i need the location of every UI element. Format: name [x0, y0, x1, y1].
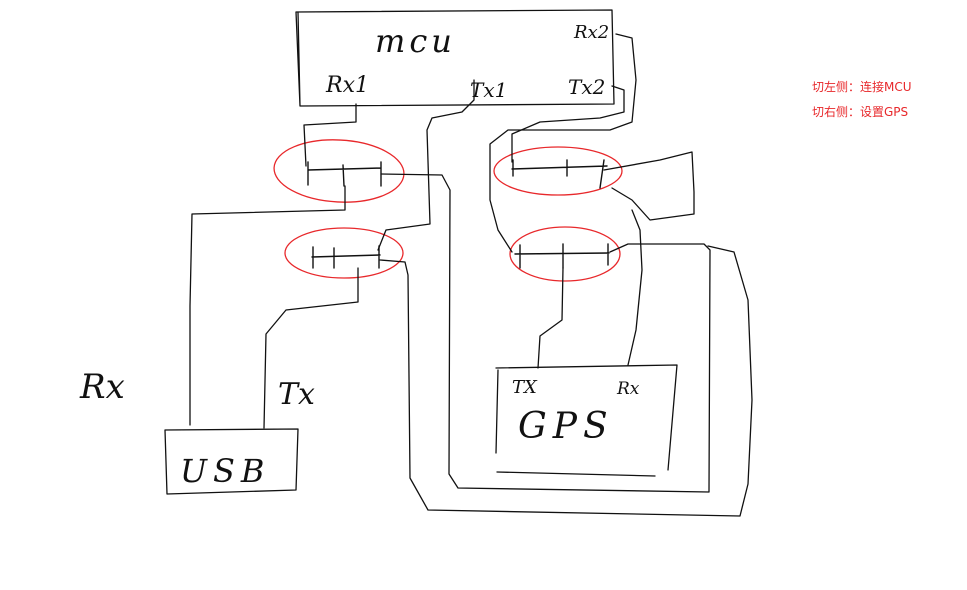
- wire-switch-to-usb-tx: [263, 267, 359, 429]
- switch-upper-left-ring: [273, 139, 405, 203]
- wire-mcu-rx2-to-switch: [489, 33, 637, 253]
- wire-switch-to-loop-outer: [379, 245, 753, 517]
- rx-label: Rx: [79, 367, 125, 407]
- switch-upper-right-bar: [511, 159, 608, 189]
- mcu-tx1-label: Tx1: [470, 78, 507, 102]
- switch-upper-right: [493, 146, 623, 196]
- gps-rx-label: Rx: [616, 379, 640, 399]
- mcu-box-outline: [295, 9, 615, 107]
- wire-mcu-tx2-to-switch: [511, 85, 625, 163]
- switch-upper-left-bar: [307, 161, 382, 187]
- mcu-tx2-label: Tx2: [568, 75, 605, 99]
- switch-lower-right-bar: [514, 243, 610, 269]
- wire-switch-to-gps-rx: [603, 151, 695, 366]
- mcu-rx1-label: Rx1: [325, 73, 369, 98]
- gps-box-outline: [495, 364, 678, 477]
- mcu-name: mcu: [375, 22, 456, 60]
- gps-module: TX Rx GPS: [495, 364, 678, 477]
- gps-name: GPS: [518, 406, 614, 447]
- gps-tx-label: TX: [512, 377, 538, 398]
- mcu-module: mcu Rx1 Tx1 Tx2 Rx2: [295, 9, 615, 107]
- switch-lower-left-ring: [284, 227, 404, 279]
- tx-label: Tx: [278, 377, 315, 412]
- mcu-rx2-label: Rx2: [573, 22, 609, 43]
- wire-switch-to-loop-inner: [380, 173, 711, 493]
- wire-mcu-rx1-to-switch: [303, 103, 357, 167]
- switch-upper-right-ring: [493, 146, 623, 196]
- note-switch-right: 切右侧：设置GPS: [812, 105, 909, 119]
- switch-lower-left-bar: [311, 245, 381, 269]
- switch-lower-right-ring: [509, 226, 621, 282]
- usb-module: USB: [164, 428, 299, 495]
- switch-lower-left: [284, 227, 404, 279]
- wire-mcu-tx1-to-switch: [377, 79, 475, 251]
- usb-name: USB: [180, 452, 270, 490]
- note-switch-left: 切左侧：连接MCU: [812, 80, 912, 94]
- switch-upper-left: [273, 139, 405, 203]
- wire-switch-to-gps-tx: [537, 267, 564, 369]
- wire-switch-to-usb-rx: [189, 185, 346, 426]
- switch-lower-right: [509, 226, 621, 282]
- usb-box-outline: [164, 428, 299, 495]
- wires: [189, 33, 753, 517]
